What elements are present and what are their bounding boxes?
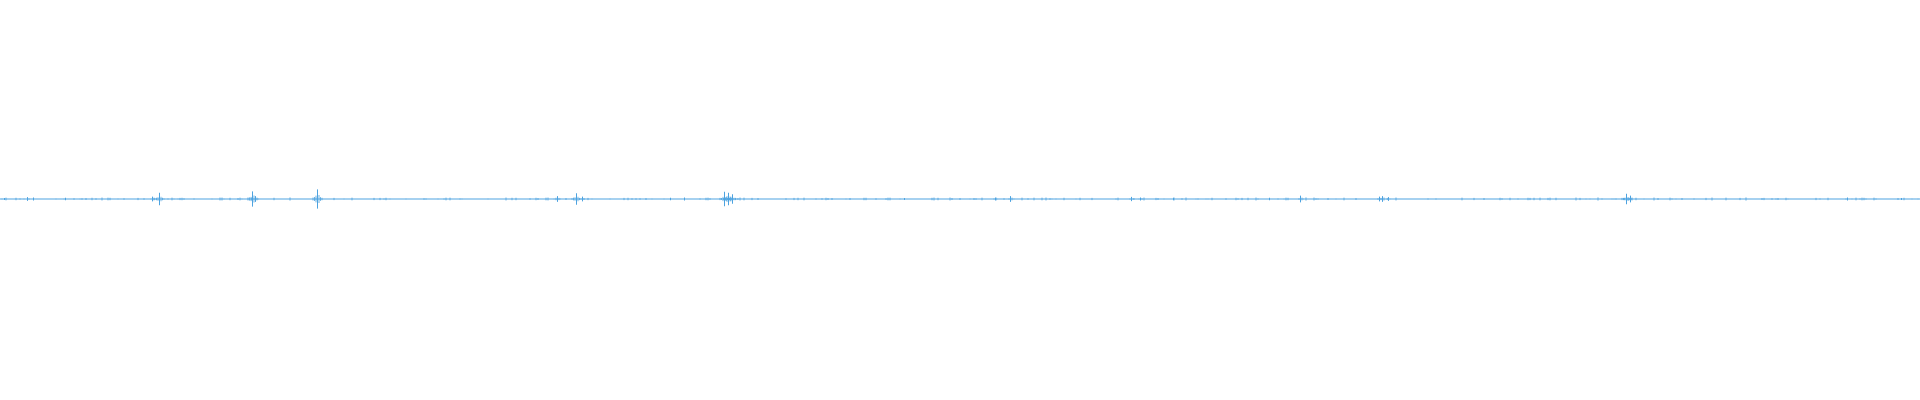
waveform-trace xyxy=(0,189,1919,209)
waveform-noise xyxy=(0,197,1919,201)
